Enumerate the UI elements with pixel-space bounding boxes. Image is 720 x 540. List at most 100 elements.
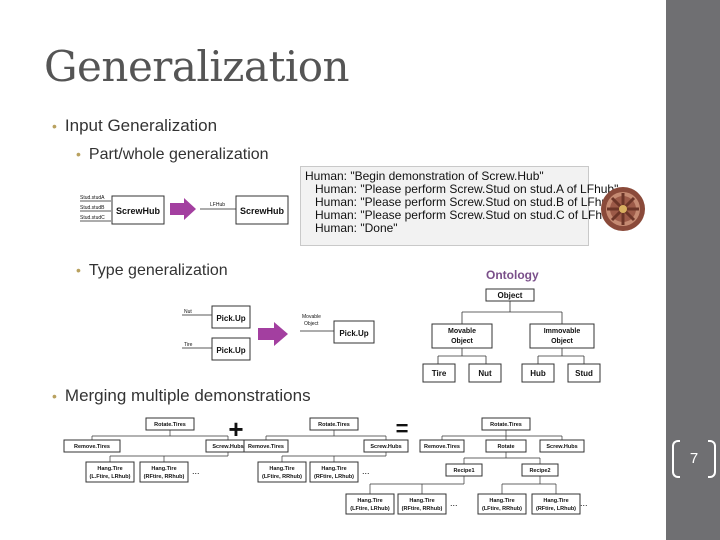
ontology-leaf bbox=[468, 363, 502, 383]
screwhub-box-right bbox=[235, 195, 289, 225]
equals-sign: = bbox=[396, 416, 409, 441]
ellipsis: ... bbox=[192, 466, 200, 476]
tree-leaf-label: (L.Ftire, LRhub) bbox=[90, 474, 131, 480]
merge-tree-2: Rotate.Tires Remove.Tires Screw.Hubs Han… bbox=[243, 417, 409, 483]
input-label: Stud.studB bbox=[80, 205, 105, 211]
bullet-part-whole: • Part/whole generalization bbox=[76, 146, 269, 164]
ontology-leaf-label: Stud bbox=[575, 369, 593, 378]
dialog-line: Human: "Done" bbox=[315, 221, 398, 235]
bullet-text: Type generalization bbox=[88, 262, 228, 279]
wheel-hub-icon bbox=[601, 187, 645, 231]
tree-leaf-label: Hang.Tire bbox=[357, 498, 382, 504]
ontology-leaf bbox=[567, 363, 601, 383]
merge-tree-3: Rotate.Tires Remove.Tires Rotate Screw.H… bbox=[345, 417, 588, 515]
bullet-text: Merging multiple demonstrations bbox=[64, 386, 311, 405]
tree-leaf-label: Hang.Tire bbox=[543, 498, 568, 504]
tree-node-label: Rotate bbox=[497, 444, 514, 450]
ontology-tree: Object Movable Object Immovable Object T… bbox=[422, 288, 601, 383]
bullet-dot-icon: • bbox=[52, 388, 57, 404]
ontology-node-label: Movable bbox=[448, 328, 476, 335]
part-whole-diagram: Stud.studA Stud.studB Stud.studC ScrewHu… bbox=[80, 195, 289, 225]
dialog-line: Human: "Please perform Screw.Stud on stu… bbox=[315, 195, 620, 209]
bullet-input-generalization: • Input Generalization bbox=[52, 116, 217, 136]
box-label: ScrewHub bbox=[116, 206, 161, 216]
tree-leaf-label: (RFtire, LRhub) bbox=[536, 506, 576, 512]
type-generalization-diagram: Nut Pick.Up Tire Pick.Up Movable Object … bbox=[182, 305, 375, 361]
pickup-box-result bbox=[333, 320, 375, 344]
box-label: Pick.Up bbox=[216, 346, 245, 355]
right-bracket-icon bbox=[708, 440, 716, 478]
ontology-node bbox=[431, 323, 493, 349]
merging-diagram: Rotate.Tires Remove.Tires Screw.Hubs Han… bbox=[63, 414, 588, 515]
dialog-line: Human: "Please perform Screw.Stud on stu… bbox=[315, 208, 620, 222]
dialog-line: Human: "Begin demonstration of Screw.Hub… bbox=[305, 169, 544, 183]
tree-leaf-label: (RFtire, RRhub) bbox=[144, 474, 185, 480]
tree-node-label: Remove.Tires bbox=[424, 444, 460, 450]
box-label: ScrewHub bbox=[240, 206, 285, 216]
tree-leaf-label: (RFtire, RRhub) bbox=[402, 506, 443, 512]
tree-node-label: Rotate.Tires bbox=[318, 422, 350, 428]
ellipsis: ... bbox=[450, 498, 458, 508]
tree-node-label: Remove.Tires bbox=[74, 444, 110, 450]
tree-leaf-label: Hang.Tire bbox=[151, 466, 176, 472]
ontology-node-label: Object bbox=[498, 291, 523, 300]
tree-leaf-label: (LFtire, LRhub) bbox=[350, 506, 390, 512]
bullet-dot-icon: • bbox=[76, 146, 81, 162]
page-number: 7 bbox=[689, 450, 699, 467]
bullet-dot-icon: • bbox=[52, 118, 57, 134]
box-label: Pick.Up bbox=[216, 314, 245, 323]
tree-node-label: Screw.Hubs bbox=[546, 444, 577, 450]
arrow-icon bbox=[170, 198, 196, 220]
ontology-leaf-label: Nut bbox=[478, 369, 492, 378]
ontology-node-label: Object bbox=[551, 338, 573, 345]
bullet-text: Part/whole generalization bbox=[88, 146, 269, 163]
ontology-leaf-label: Tire bbox=[432, 369, 447, 378]
tree-node-label: Screw.Hubs bbox=[212, 444, 243, 450]
edge-label: LFHub bbox=[210, 202, 225, 208]
tree-node-label: Rotate.Tires bbox=[154, 422, 186, 428]
tree-leaf-label: (RFtire, LRhub) bbox=[314, 474, 354, 480]
merge-tree-1: Rotate.Tires Remove.Tires Screw.Hubs Han… bbox=[63, 417, 251, 483]
input-label: Stud.studC bbox=[80, 215, 105, 221]
dialog-line: Human: "Please perform Screw.Stud on stu… bbox=[315, 182, 619, 196]
ontology-node bbox=[529, 323, 595, 349]
tree-node-label: Remove.Tires bbox=[248, 444, 284, 450]
tree-leaf-label: Hang.Tire bbox=[409, 498, 434, 504]
box-label: Pick.Up bbox=[339, 329, 368, 338]
ontology-node bbox=[485, 288, 535, 302]
demonstration-dialog: Human: "Begin demonstration of Screw.Hub… bbox=[300, 166, 620, 246]
tree-leaf-label: (LFtire, RRhub) bbox=[262, 474, 302, 480]
ontology-leaf bbox=[422, 363, 456, 383]
tree-node-label: Recipe2 bbox=[529, 468, 550, 474]
page-number-badge: 7 bbox=[672, 440, 716, 478]
pickup-box-bottom bbox=[211, 337, 251, 361]
ontology-leaf bbox=[521, 363, 555, 383]
arrow-icon bbox=[258, 322, 288, 346]
bullet-text: Input Generalization bbox=[64, 116, 218, 135]
tree-leaf-label: Hang.Tire bbox=[269, 466, 294, 472]
input-label: Tire bbox=[184, 342, 193, 348]
tree-leaf-label: Hang.Tire bbox=[489, 498, 514, 504]
ontology-node-label: Immovable bbox=[544, 328, 581, 335]
ellipsis: ... bbox=[362, 466, 370, 476]
merged-input-label: Object bbox=[304, 321, 319, 327]
tree-leaf-label: Hang.Tire bbox=[321, 466, 346, 472]
input-label: Stud.studA bbox=[80, 195, 105, 201]
ontology-node-label: Object bbox=[451, 338, 473, 345]
plus-sign: + bbox=[228, 414, 243, 444]
tree-leaf-label: (LFtire, RRhub) bbox=[482, 506, 522, 512]
screwhub-box-left bbox=[111, 195, 165, 225]
ellipsis: ... bbox=[580, 498, 588, 508]
ontology-leaf-label: Hub bbox=[530, 369, 546, 378]
slide-title: Generalization bbox=[44, 42, 350, 91]
tree-node-label: Recipe1 bbox=[453, 468, 474, 474]
pickup-box-top bbox=[211, 305, 251, 329]
input-label: Nut bbox=[184, 309, 192, 315]
tree-node-label: Screw.Hubs bbox=[370, 444, 401, 450]
merged-input-label: Movable bbox=[302, 314, 321, 320]
tree-leaf-label: Hang.Tire bbox=[97, 466, 122, 472]
bullet-merging: • Merging multiple demonstrations bbox=[52, 386, 311, 406]
left-bracket-icon bbox=[672, 440, 680, 478]
tree-node-label: Rotate.Tires bbox=[490, 422, 522, 428]
bullet-dot-icon: • bbox=[76, 262, 81, 278]
